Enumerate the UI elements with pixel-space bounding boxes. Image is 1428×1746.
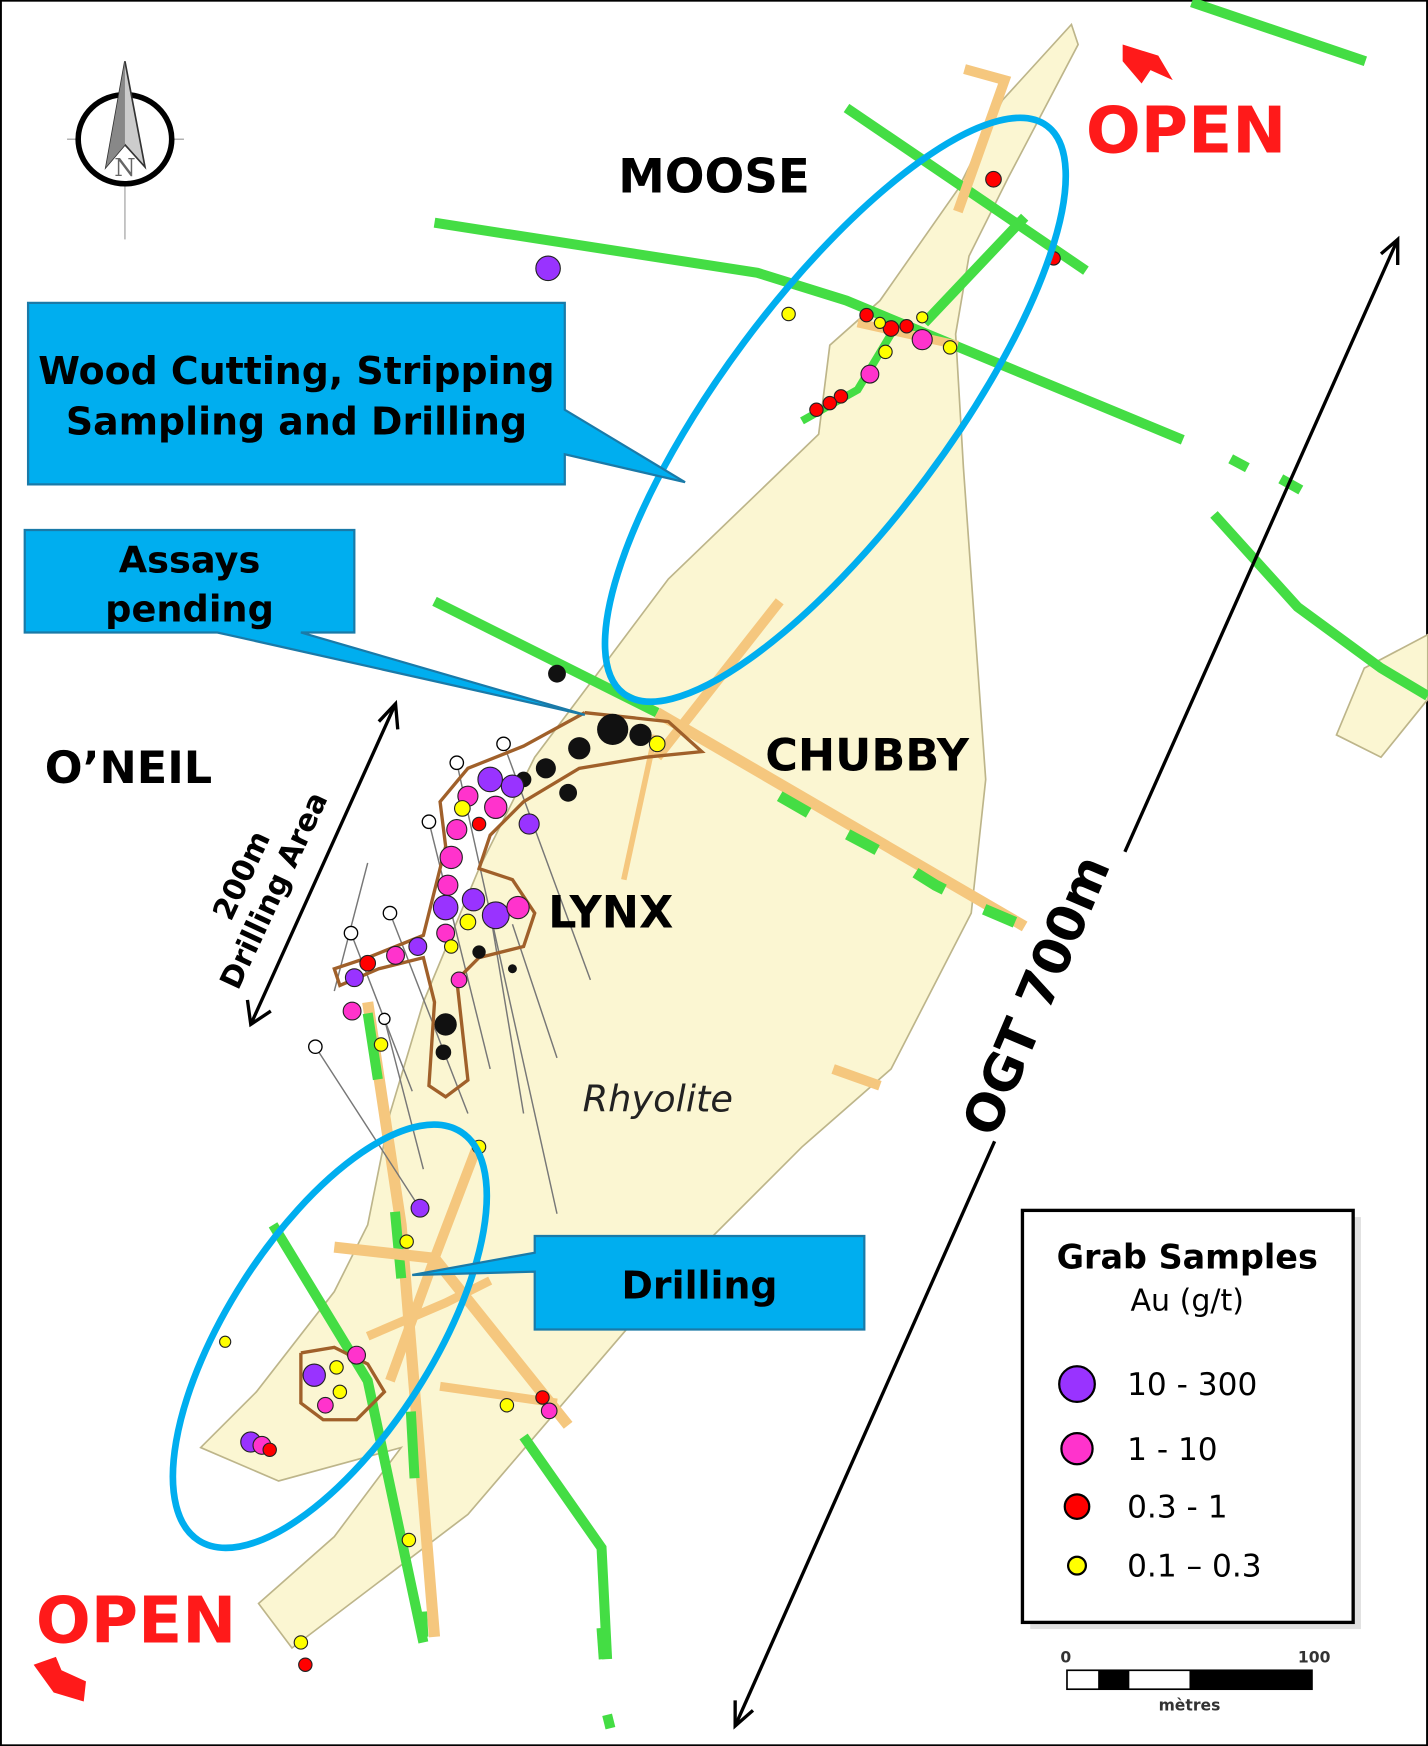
- drilling-area-arrow: [245, 699, 400, 1028]
- callout-assays-line1: Assays: [119, 538, 261, 581]
- rhyolite-label: Rhyolite: [583, 1077, 733, 1120]
- open-label-north: OPEN: [1086, 94, 1286, 169]
- legend-swatch-1-10: [1060, 1431, 1094, 1466]
- scale-start: 0: [1060, 1648, 1071, 1666]
- legend-title: Grab Samples: [1057, 1237, 1318, 1276]
- scale-end: 100: [1298, 1648, 1331, 1666]
- sample-points: [219, 170, 1061, 1672]
- legend-item-label: 10 - 300: [1127, 1367, 1257, 1403]
- lynx-label: LYNX: [548, 887, 673, 939]
- callout-drilling: Drilling: [412, 1234, 866, 1331]
- open-arrow-south-icon: [33, 1656, 86, 1702]
- legend-swatch-0-1-0-3: [1066, 1555, 1088, 1576]
- legend-swatch-0-3-1: [1063, 1493, 1091, 1520]
- drill-traces: [314, 743, 592, 1215]
- callout-assays-line2: pending: [105, 587, 274, 630]
- collars: [308, 736, 511, 1055]
- callout-wood-line2: Sampling and Drilling: [66, 399, 527, 443]
- legend: Grab Samples Au (g/t) 10 - 300 1 - 10 0.…: [1020, 1208, 1361, 1630]
- north-arrow-icon: N: [67, 61, 184, 240]
- legend-item-label: 0.3 - 1: [1127, 1490, 1227, 1526]
- rhyolite-unit: [199, 22, 1080, 1650]
- moose-target-ellipse: [601, 114, 1070, 706]
- compass-n-label: N: [114, 153, 135, 182]
- scale-bar: 0 100 mètres: [1060, 1648, 1330, 1714]
- legend-item-label: 1 - 10: [1127, 1432, 1218, 1468]
- oneil-label: O’NEIL: [45, 742, 212, 794]
- south-target-ellipse: [169, 1121, 491, 1552]
- ogt-extent-arrow: [733, 235, 1400, 1730]
- callout-assays-pending: Assays pending: [23, 528, 586, 716]
- legend-subtitle: Au (g/t): [1130, 1284, 1244, 1319]
- callout-wood-cutting: Wood Cutting, Stripping Sampling and Dri…: [26, 301, 686, 486]
- chubby-label: CHUBBY: [765, 730, 970, 782]
- moose-label: MOOSE: [618, 151, 810, 205]
- stripped-outlines: [299, 710, 706, 1422]
- callout-wood-line1: Wood Cutting, Stripping: [38, 349, 554, 393]
- scale-unit: mètres: [1159, 1696, 1221, 1714]
- legend-swatch-10-300: [1058, 1365, 1096, 1404]
- callout-drilling-label: Drilling: [622, 1263, 778, 1307]
- legend-item-label: 0.1 – 0.3: [1127, 1549, 1261, 1585]
- open-label-south: OPEN: [36, 1583, 236, 1658]
- open-arrow-north-icon: [1122, 44, 1173, 84]
